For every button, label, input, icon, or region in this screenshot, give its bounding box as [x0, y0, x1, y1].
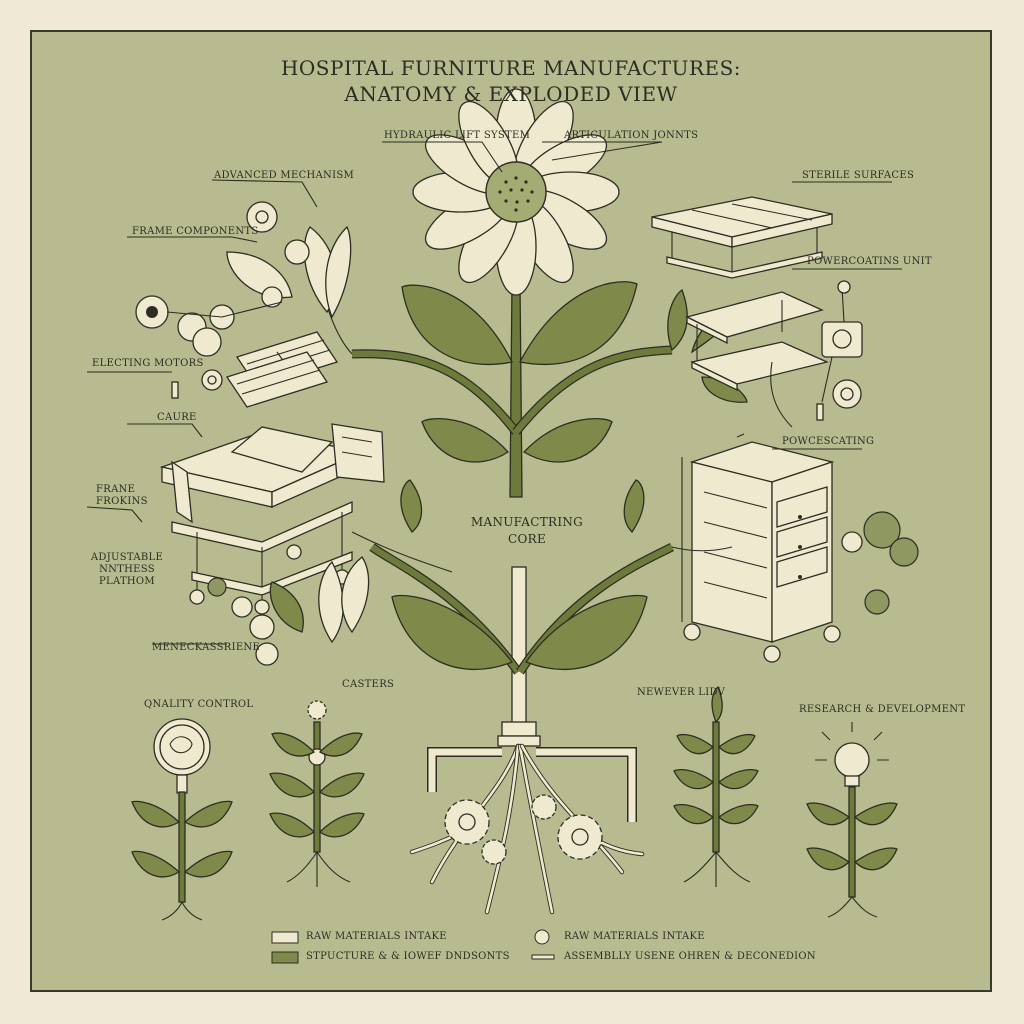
illustration: .ink { stroke:#2d2d22; stroke-width:1.4;…: [86, 88, 919, 964]
label-frame: FRANE: [96, 484, 136, 495]
title-line-2: ANATOMY & EXPLODED VIEW: [344, 82, 678, 106]
label-powercoating: POWCESCATING: [782, 436, 875, 447]
label-advanced-mechanism: ADVANCED MECHANISM: [214, 170, 355, 181]
legend-item-1: RAW MATERIALS INTAKE: [306, 931, 447, 942]
plant-research: [806, 722, 898, 918]
plant-casters: [269, 700, 365, 887]
manufacturing-core-plant: [369, 479, 675, 915]
label-hydraulic-lift: HYDRAULIC LIFT SYSTEM: [384, 130, 531, 141]
plant-newever: [673, 685, 759, 887]
legend-swatches: [271, 929, 555, 964]
label-adjustable-3: PLATHOM: [99, 576, 155, 587]
right-powercoating-unit: [685, 280, 863, 428]
leader-lines: [86, 141, 902, 645]
label-frokins: FROKINS: [96, 496, 148, 507]
left-hospital-bed: [159, 423, 453, 615]
label-articulation-joints: ARTICULATION JONNTS: [564, 130, 699, 141]
label-manufacturing-core-2: CORE: [507, 532, 546, 546]
right-cart: [671, 433, 919, 663]
central-flower: [351, 88, 673, 498]
title-line-1: HOSPITAL FURNITURE MANUFACTURES:: [280, 56, 742, 80]
plant-quality-control: [131, 718, 233, 921]
poster: .ink { stroke:#2d2d22; stroke-width:1.4;…: [30, 30, 992, 992]
right-sterile-surfaces: [651, 196, 833, 279]
left-lower-petals: [207, 556, 370, 666]
label-research-development: RESEARCH & DEVELOPMENT: [799, 704, 966, 715]
label-casters: CASTERS: [342, 679, 395, 690]
label-powercoating-unit: POWERCOATINS UNIT: [807, 256, 932, 267]
legend-item-4: ASSEMBLLY USENE OHREN & DECONEDION: [564, 951, 816, 962]
label-quality-control: QNALITY CONTROL: [144, 699, 254, 710]
label-manufacturing-core-1: MANUFACTRING: [470, 515, 584, 529]
label-adjustable-2: NNTHESS: [99, 564, 155, 575]
legend-item-2: STPUCTURE & & IOWEF DNDSONTS: [306, 951, 510, 962]
label-newever-lidv: NEWEVER LIDV: [637, 687, 726, 698]
label-sterile-surfaces: STERILE SURFACES: [802, 170, 915, 181]
legend-item-3: RAW MATERIALS INTAKE: [564, 931, 705, 942]
label-mechanism: MENECKASSRIENE: [152, 642, 261, 653]
label-adjustable-1: ADJUSTABLE: [90, 552, 164, 563]
label-caure: CAURE: [157, 412, 197, 423]
left-top-mechanism: [135, 201, 353, 408]
label-frame-components: FRAME COMPONENTS: [132, 226, 259, 237]
label-electric-motors: ELECTING MOTORS: [92, 358, 204, 369]
